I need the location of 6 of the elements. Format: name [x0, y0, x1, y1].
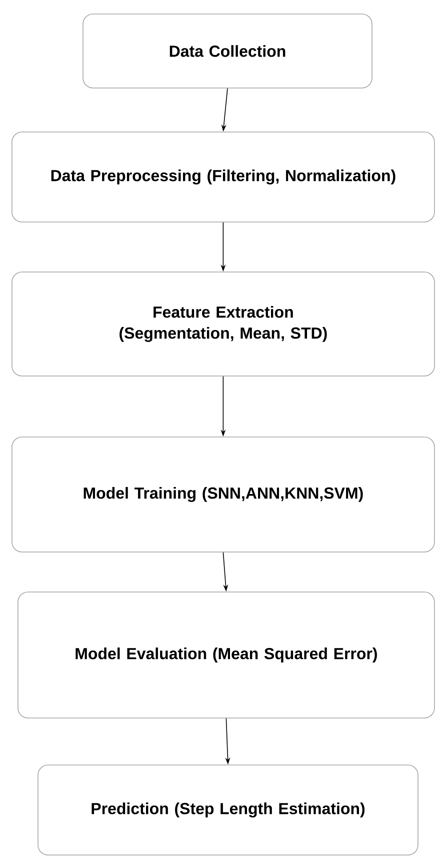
process-box: Data Collection [82, 14, 372, 88]
process-box: Model Evaluation (Mean Squared Error) [18, 592, 435, 718]
process-box: Feature Extraction (Segmentation, Mean, STD) [12, 272, 435, 376]
process-box: Data Preprocessing (Filtering, Normalization) [12, 132, 435, 222]
process-box: Prediction (Step Length Estimation) [38, 764, 418, 856]
process-box: Model Training (SNN,ANN,KNN,SVM) [12, 436, 435, 552]
